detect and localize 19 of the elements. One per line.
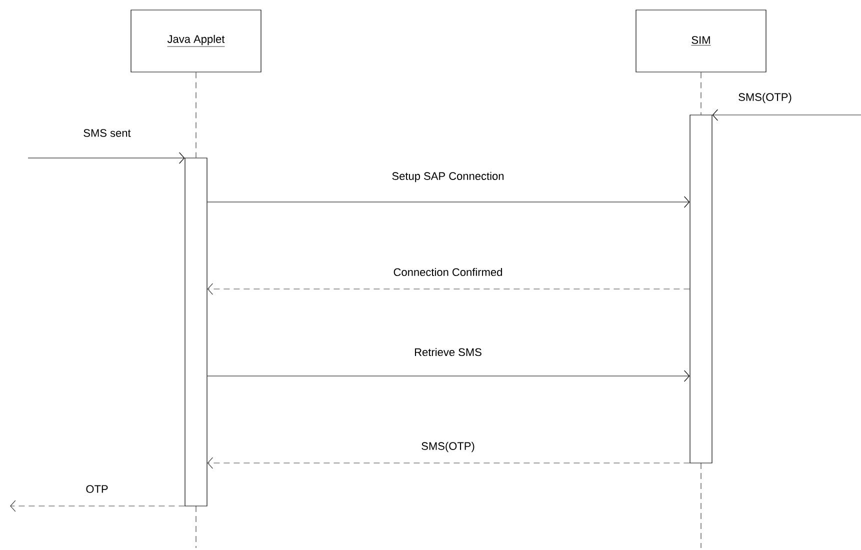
edge-label: Retrieve SMS	[415, 348, 482, 356]
edge-label: Setup SAP Connection	[392, 172, 504, 182]
edge-label: Connection Confirmed	[394, 268, 502, 276]
edge-label: OTP	[86, 485, 108, 493]
message-arrow	[207, 370, 690, 382]
participant-box: SIM	[636, 10, 766, 72]
activation-bar	[184, 158, 208, 506]
message-arrow	[207, 457, 690, 469]
message-arrow	[207, 196, 690, 208]
edge-label: SMS(OTP)	[422, 442, 474, 452]
message-arrow	[10, 500, 185, 512]
participant-box: Java Applet	[130, 10, 262, 72]
lifeline	[700, 72, 702, 115]
edge-label: SMS sent	[84, 129, 131, 137]
message-arrow	[712, 109, 861, 121]
message-arrow	[28, 152, 185, 164]
message-arrow	[207, 283, 690, 295]
edge-label: SMS(OTP)	[738, 92, 792, 104]
activation-bar	[690, 114, 712, 464]
